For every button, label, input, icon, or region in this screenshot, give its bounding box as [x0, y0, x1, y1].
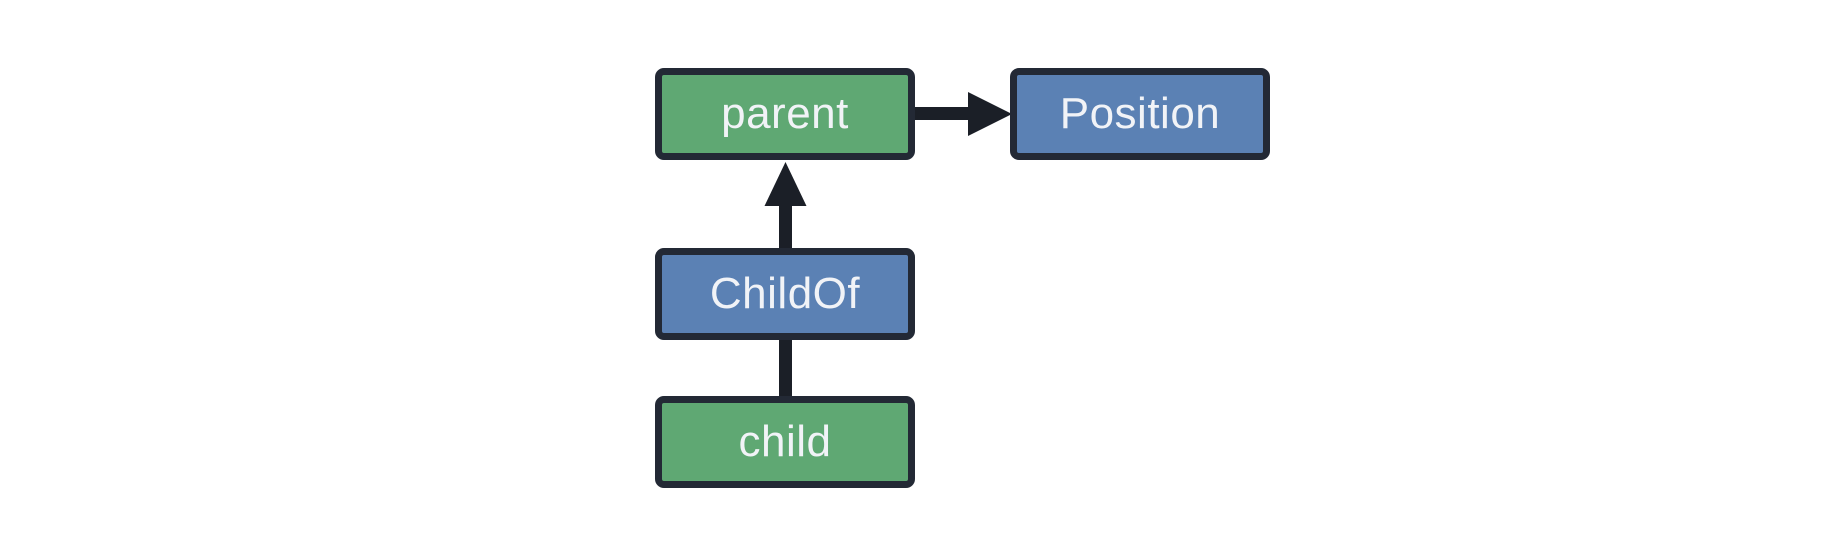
edge-parent-position: [912, 92, 1012, 136]
node-child-label: child: [738, 417, 832, 466]
edge-line: [779, 338, 792, 398]
node-position-label: Position: [1059, 89, 1221, 138]
edge-shaft: [912, 107, 970, 120]
node-position: Position: [1010, 68, 1270, 160]
node-childof-label: ChildOf: [709, 269, 861, 318]
edge-childof-parent: [764, 162, 807, 250]
edge-shaft: [779, 204, 792, 250]
edge-arrowhead-up: [764, 162, 807, 206]
edge-child-childof: [779, 338, 792, 398]
edge-arrowhead-right: [968, 92, 1012, 136]
node-parent: parent: [655, 68, 915, 160]
node-parent-label: parent: [721, 89, 849, 138]
node-child: child: [655, 396, 915, 488]
node-childof: ChildOf: [655, 248, 915, 340]
